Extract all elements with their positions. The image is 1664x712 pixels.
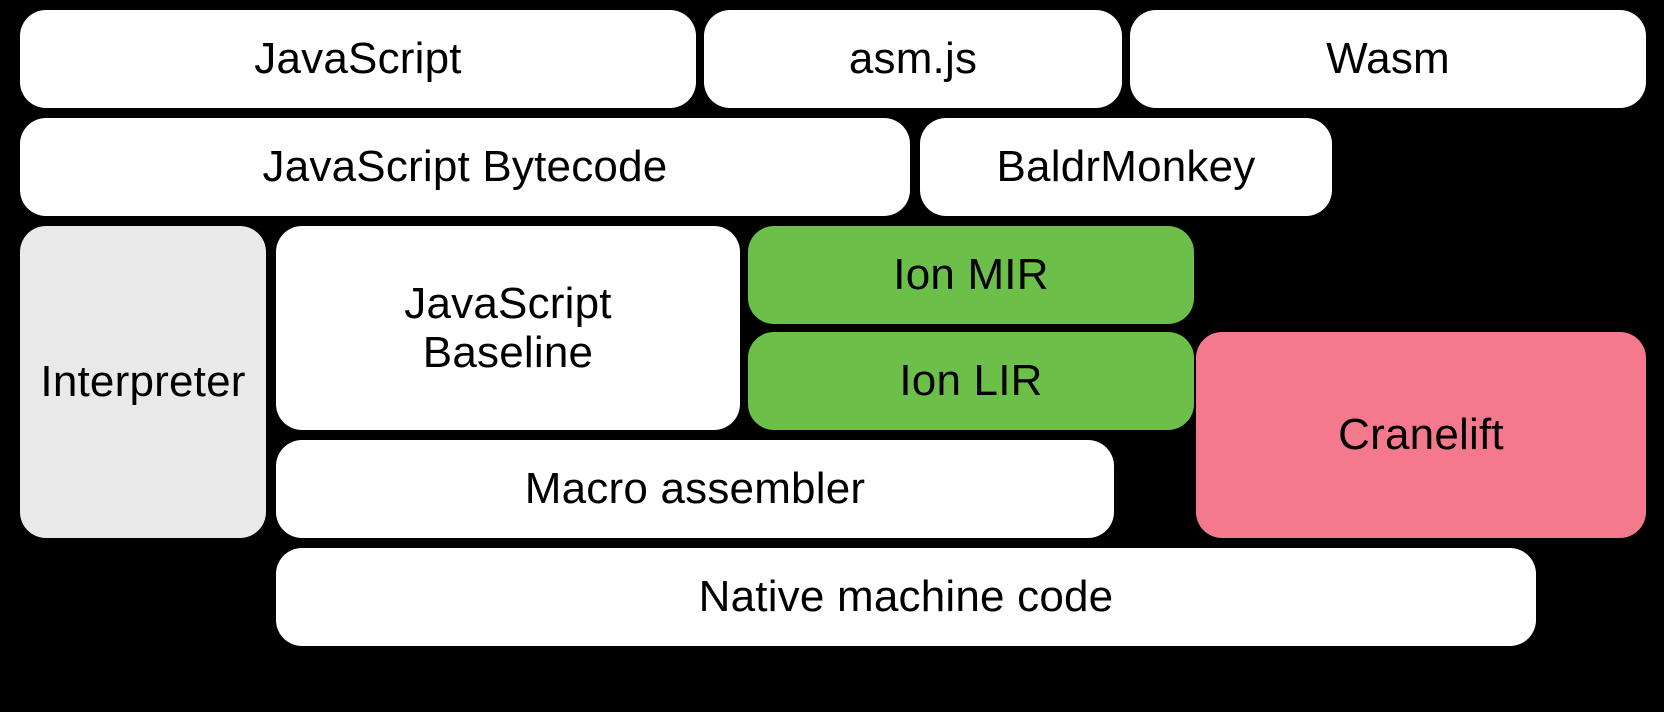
- node-javascript: JavaScript: [20, 10, 696, 108]
- node-label-javascript: JavaScript: [254, 34, 462, 84]
- node-javascript-bytecode: JavaScript Bytecode: [20, 118, 910, 216]
- node-javascript-baseline: JavaScript Baseline: [276, 226, 740, 430]
- node-baldrmonkey: BaldrMonkey: [920, 118, 1332, 216]
- node-label-asmjs: asm.js: [848, 34, 978, 84]
- node-ion-mir: Ion MIR: [748, 226, 1194, 324]
- node-label-javascript-baseline: JavaScript Baseline: [404, 278, 612, 377]
- node-label-macro-assembler: Macro assembler: [524, 464, 866, 514]
- node-ion-lir: Ion LIR: [748, 332, 1194, 430]
- node-interpreter: Interpreter: [20, 226, 266, 538]
- node-label-cranelift: Cranelift: [1338, 410, 1504, 460]
- node-label-native-machine-code: Native machine code: [698, 572, 1114, 622]
- node-label-ion-lir: Ion LIR: [899, 356, 1043, 406]
- node-label-javascript-bytecode: JavaScript Bytecode: [262, 142, 668, 192]
- node-cranelift: Cranelift: [1196, 332, 1646, 538]
- node-label-ion-mir: Ion MIR: [893, 250, 1049, 300]
- node-wasm: Wasm: [1130, 10, 1646, 108]
- node-macro-assembler: Macro assembler: [276, 440, 1114, 538]
- node-native-machine-code: Native machine code: [276, 548, 1536, 646]
- node-label-interpreter: Interpreter: [40, 357, 246, 407]
- node-asmjs: asm.js: [704, 10, 1122, 108]
- node-label-baldrmonkey: BaldrMonkey: [996, 142, 1256, 192]
- node-label-wasm: Wasm: [1326, 34, 1450, 84]
